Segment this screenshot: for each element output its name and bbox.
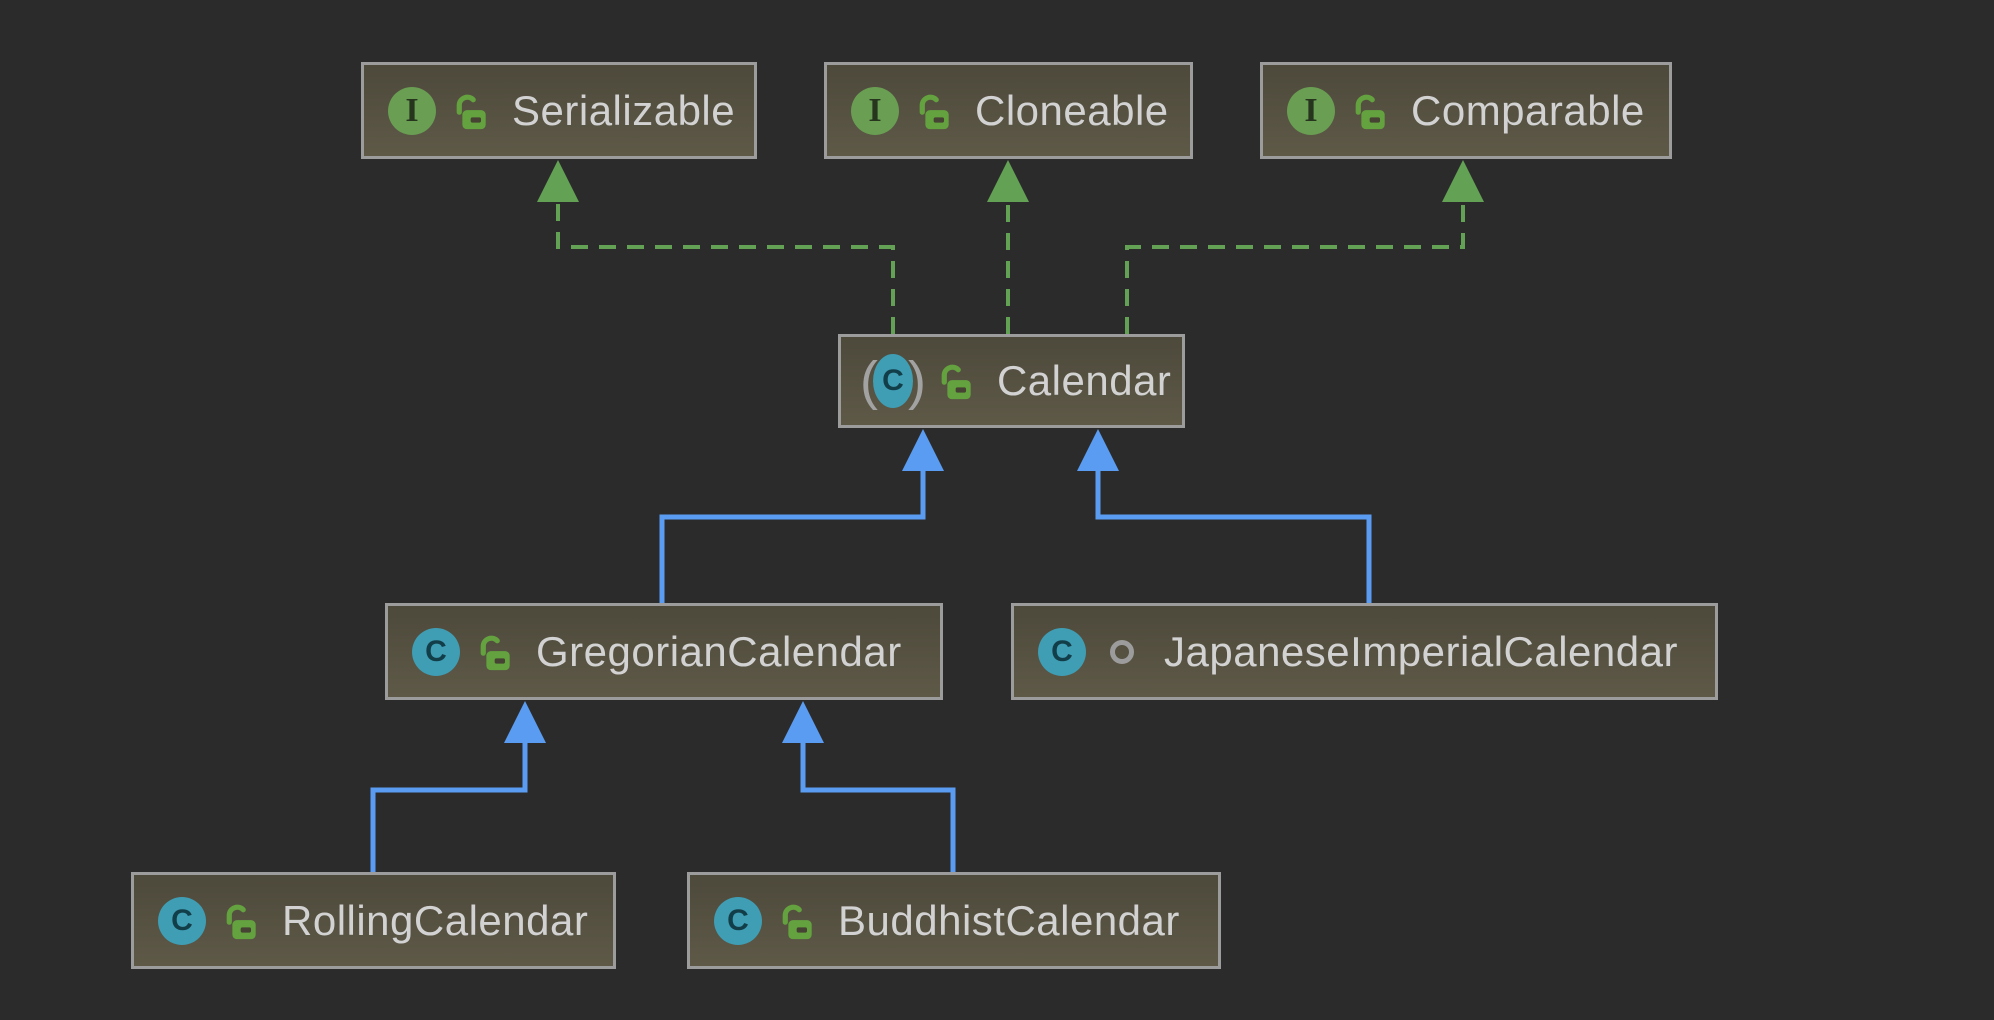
node-label: BuddhistCalendar <box>838 896 1180 944</box>
extends-edge-gregorian-calendar-to-calendar[interactable] <box>659 429 944 603</box>
public-open-padlock-icon <box>937 359 975 403</box>
package-private-circle-icon <box>1102 639 1142 664</box>
class-icon: C <box>412 627 460 676</box>
node-label: JapaneseImperialCalendar <box>1164 627 1678 675</box>
node-label: GregorianCalendar <box>536 627 902 675</box>
class-icon: C <box>158 896 206 945</box>
class-node-calendar[interactable]: ( C ) Calendar <box>838 334 1185 428</box>
class-node-serializable[interactable]: I Serializable <box>361 62 757 159</box>
class-icon: C <box>714 896 762 945</box>
interface-icon: I <box>1287 86 1335 135</box>
class-node-gregorian-calendar[interactable]: C GregorianCalendar <box>385 603 943 700</box>
class-node-japanese-imperial-calendar[interactable]: C JapaneseImperialCalendar <box>1011 603 1718 700</box>
node-label: Cloneable <box>975 86 1169 134</box>
interface-icon: I <box>851 86 899 135</box>
public-open-padlock-icon <box>915 89 953 133</box>
class-node-cloneable[interactable]: I Cloneable <box>824 62 1193 159</box>
extends-edge-rolling-calendar-to-gregorian-calendar[interactable] <box>370 701 546 872</box>
node-label: Serializable <box>512 86 736 134</box>
node-label: RollingCalendar <box>282 896 589 944</box>
extends-edge-japanese-imperial-calendar-to-calendar[interactable] <box>1077 429 1372 603</box>
class-node-rolling-calendar[interactable]: C RollingCalendar <box>131 872 616 969</box>
class-icon: C <box>1038 627 1086 676</box>
class-node-buddhist-calendar[interactable]: C BuddhistCalendar <box>687 872 1221 969</box>
public-open-padlock-icon <box>1351 89 1389 133</box>
node-label: Comparable <box>1411 86 1645 134</box>
public-open-padlock-icon <box>222 899 260 943</box>
extends-edge-buddhist-calendar-to-gregorian-calendar[interactable] <box>782 701 956 872</box>
implements-edge-calendar-to-comparable[interactable] <box>1125 160 1484 334</box>
implements-edge-calendar-to-cloneable[interactable] <box>987 160 1029 334</box>
node-label: Calendar <box>996 357 1172 404</box>
public-open-padlock-icon <box>778 899 816 943</box>
abstract-class-icon: ( C ) <box>860 351 926 411</box>
public-open-padlock-icon <box>452 89 490 133</box>
implements-edge-calendar-to-serializable[interactable] <box>537 160 895 334</box>
interface-icon: I <box>388 86 436 135</box>
public-open-padlock-icon <box>476 630 514 674</box>
class-node-comparable[interactable]: I Comparable <box>1260 62 1672 159</box>
